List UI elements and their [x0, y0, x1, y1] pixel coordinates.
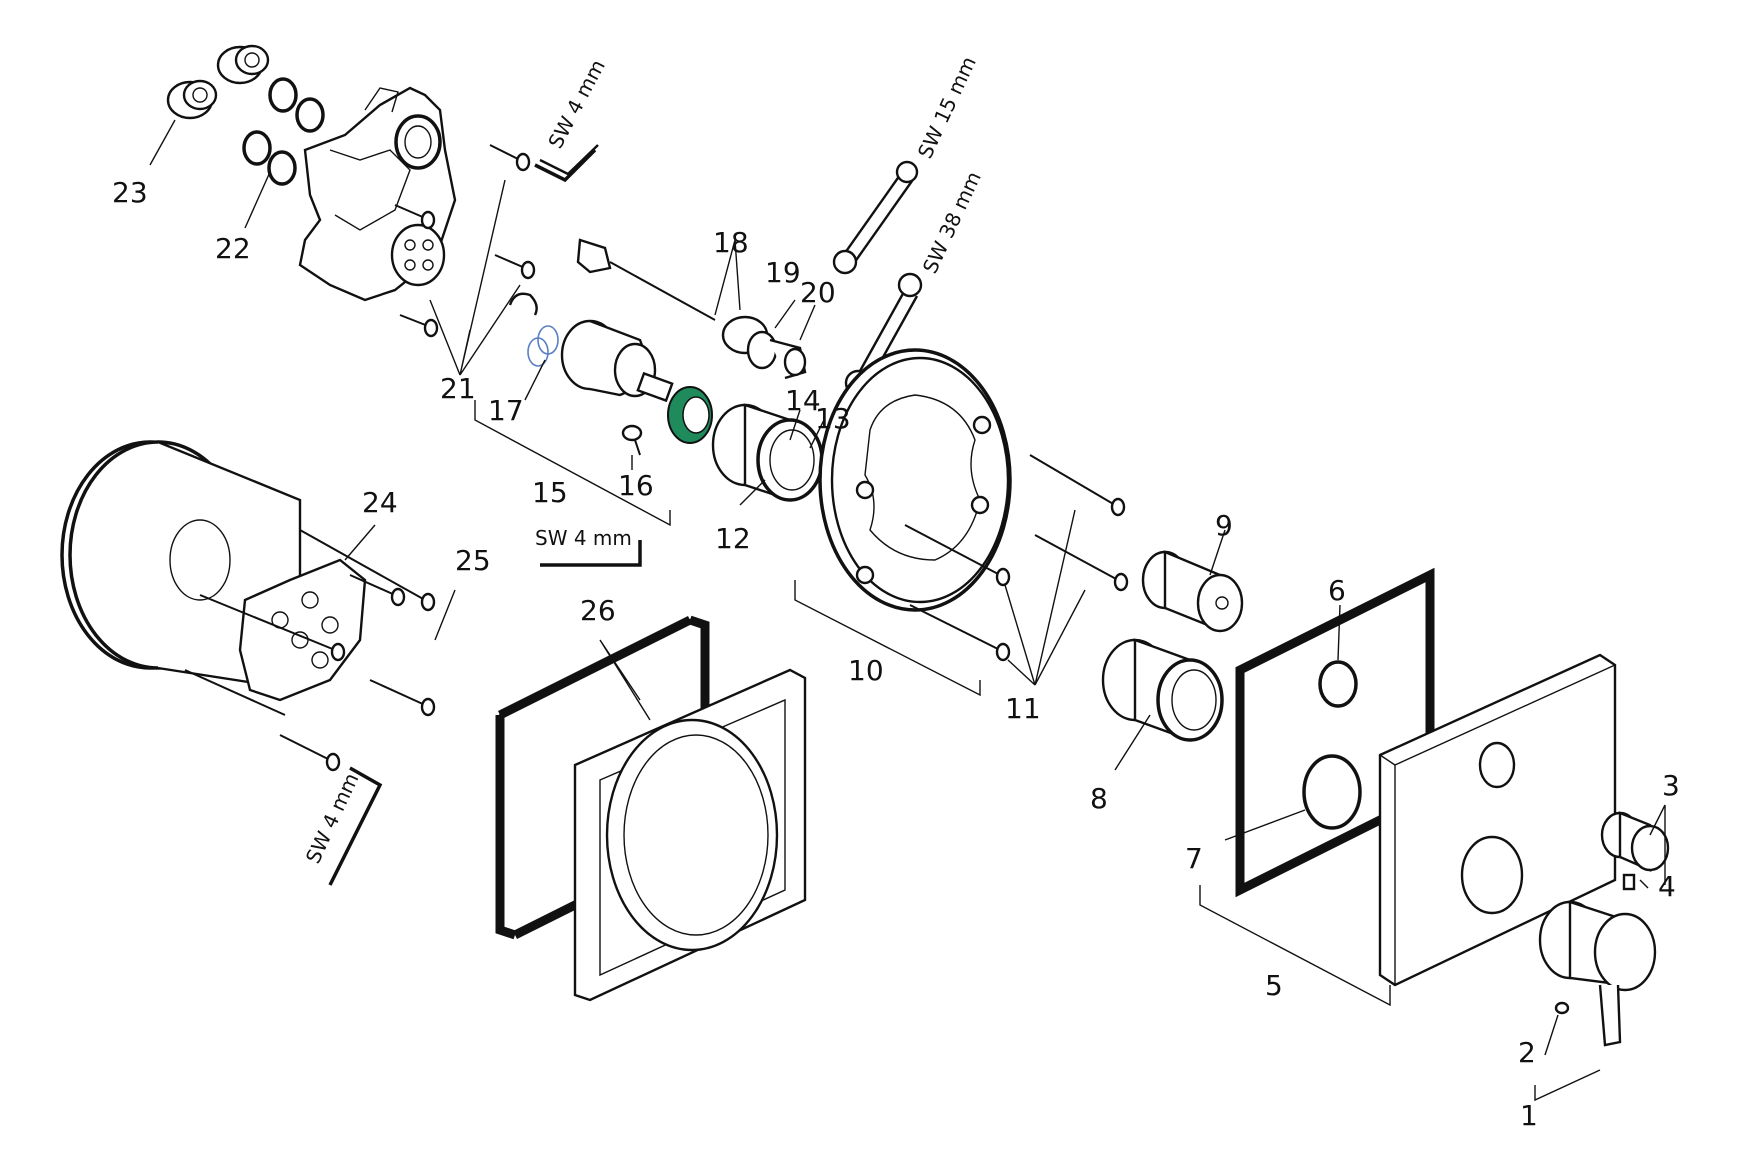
part-3-button — [1600, 811, 1670, 872]
callout-12: 12 — [715, 522, 751, 555]
callout-4: 4 — [1658, 870, 1676, 903]
callout-26: 26 — [580, 594, 616, 627]
part-23-nut — [166, 79, 218, 120]
tool-hex-key-left — [328, 766, 383, 886]
callout-22: 22 — [215, 232, 251, 265]
part-5-cover-plate — [1378, 653, 1617, 987]
part-nut-top — [216, 44, 270, 85]
callout-23: 23 — [112, 176, 148, 209]
part-18-spindle — [576, 238, 716, 321]
part-17-clip — [508, 292, 559, 367]
callout-20: 20 — [800, 276, 836, 309]
leader-lines — [149, 119, 1666, 1102]
part-6-oring — [1318, 660, 1358, 708]
callout-1: 1 — [1520, 1099, 1538, 1132]
callout-18: 18 — [713, 226, 749, 259]
tool-wrench-sw15 — [832, 160, 919, 275]
part-15-cartridge — [560, 319, 674, 403]
part-rough-in-housing — [60, 440, 302, 692]
tool-label-sw38: SW 38 mm — [918, 168, 986, 277]
callout-17: 17 — [488, 394, 524, 427]
callout-14: 14 — [785, 384, 821, 417]
callout-25: 25 — [455, 544, 491, 577]
callout-16: 16 — [618, 469, 654, 502]
part-25-screws — [184, 529, 436, 772]
part-green-ring — [667, 386, 713, 444]
part-16-screw — [621, 424, 643, 456]
callout-10: 10 — [848, 654, 884, 687]
callout-13: 13 — [815, 402, 851, 435]
part-26-mounting-frame — [573, 668, 807, 1002]
part-24-mounting-block — [238, 558, 367, 702]
callout-7: 7 — [1185, 842, 1203, 875]
tool-hex-key-top — [534, 144, 599, 183]
callout-3: 3 — [1662, 769, 1680, 802]
part-10-backplate — [818, 348, 1012, 612]
part-2-screw — [1554, 1001, 1570, 1015]
callout-9: 9 — [1215, 509, 1233, 542]
callout-5: 5 — [1265, 969, 1283, 1002]
part-21-screws — [394, 144, 536, 338]
part-9-extension — [1141, 550, 1244, 633]
part-7-oring — [1302, 754, 1362, 830]
callout-numbers: 1 2 3 4 5 6 7 8 9 10 11 12 13 14 15 16 1… — [112, 176, 1680, 1132]
tool-label-sw15: SW 15 mm — [913, 53, 981, 162]
part-8-sleeve — [1101, 638, 1224, 742]
part-1-lever-handle — [1538, 900, 1657, 1047]
callout-19: 19 — [765, 256, 801, 289]
callout-8: 8 — [1090, 782, 1108, 815]
callout-24: 24 — [362, 486, 398, 519]
part-19-valve-head — [721, 315, 807, 380]
part-22-orings — [242, 77, 325, 186]
tool-label-sw4-mid: SW 4 mm — [535, 526, 632, 550]
tool-hex-key-mid — [540, 540, 642, 567]
part-12-sleeve — [711, 403, 824, 502]
part-valve-body — [298, 86, 457, 302]
callout-15: 15 — [532, 476, 568, 509]
callout-2: 2 — [1518, 1036, 1536, 1069]
part-11-screws — [904, 454, 1129, 662]
tool-label-sw4-top: SW 4 mm — [543, 56, 610, 153]
callout-6: 6 — [1328, 574, 1346, 607]
part-4-grub-screw — [1622, 873, 1636, 891]
callout-11: 11 — [1005, 692, 1041, 725]
callout-21: 21 — [440, 372, 476, 405]
